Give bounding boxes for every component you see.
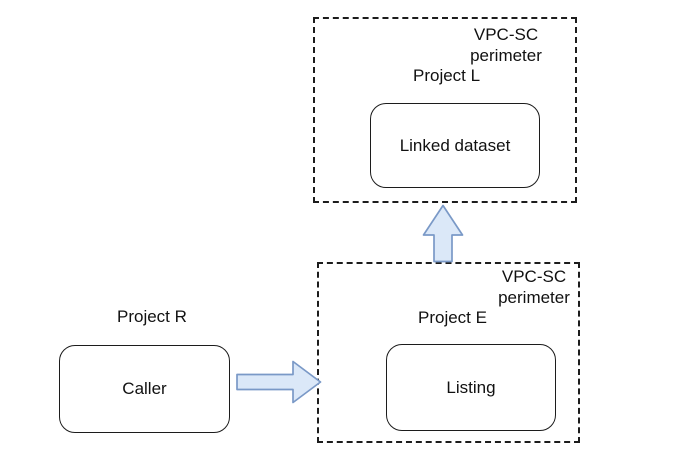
linked-dataset-node: Linked dataset — [370, 103, 540, 188]
vpc-sc-perimeter-bottom — [317, 262, 580, 443]
project-r-label: Project R — [117, 307, 187, 326]
vpc-sc-perimeter-top-label: VPC-SC perimeter — [451, 24, 561, 66]
project-e-label: Project E — [418, 308, 487, 327]
caller-node: Caller — [59, 345, 230, 433]
project-l-label: Project L — [413, 66, 481, 85]
vpc-sc-perimeter-bottom-label-line2: perimeter — [498, 288, 570, 307]
vpc-sc-perimeter-top — [313, 17, 577, 203]
vpc-sc-perimeter-top-label-line1: VPC-SC — [473, 25, 539, 44]
vpc-sc-perimeter-bottom-label-line1: VPC-SC — [501, 267, 567, 286]
listing-node-label: Listing — [446, 377, 496, 397]
vpc-sc-perimeter-top-label-line2: perimeter — [470, 46, 542, 65]
vpc-sc-perimeter-bottom-label: VPC-SC perimeter — [479, 266, 589, 308]
arrow-right-caller-to-listing-icon — [236, 360, 322, 404]
arrow-up-listing-to-linked-dataset-icon — [422, 204, 464, 263]
linked-dataset-node-label: Linked dataset — [399, 135, 511, 155]
listing-node: Listing — [386, 344, 556, 431]
caller-node-label: Caller — [122, 379, 167, 398]
